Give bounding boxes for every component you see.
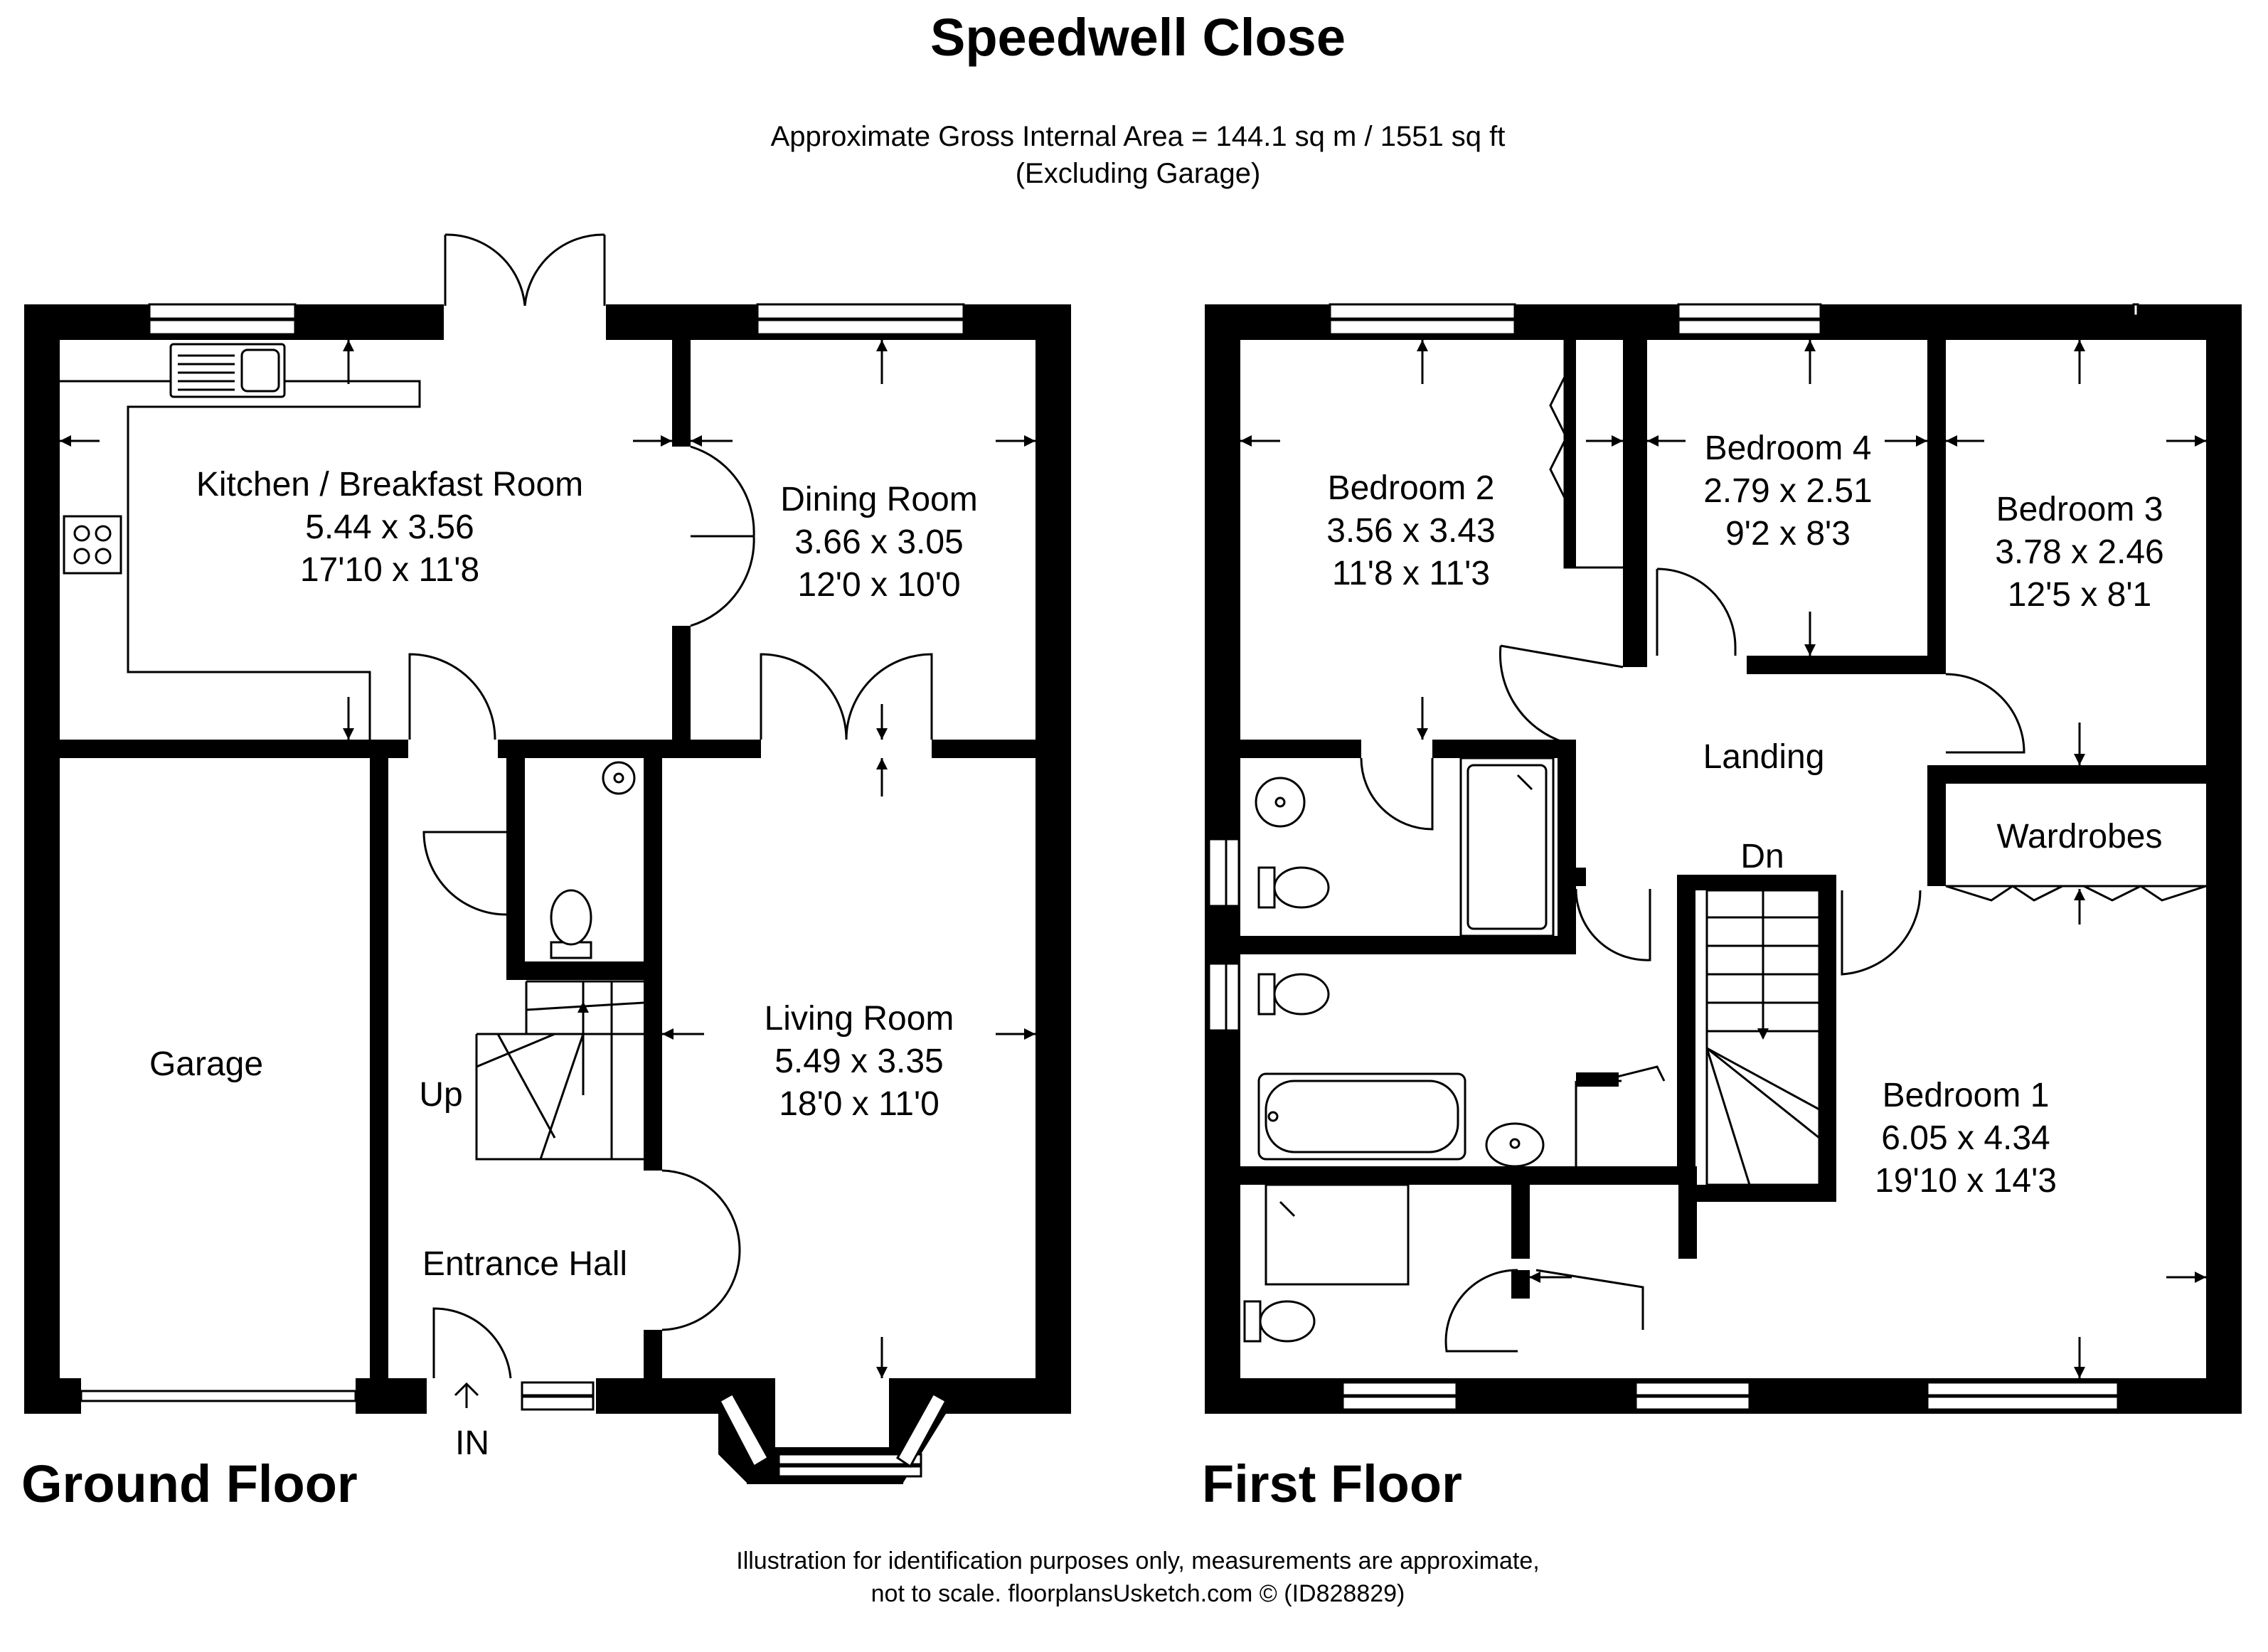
kitchen-imperial: 17'10 x 11'8 <box>300 551 479 589</box>
bedroom1-name: Bedroom 1 <box>1883 1077 2050 1114</box>
area-note: (Excluding Garage) <box>1016 158 1261 189</box>
bedroom3-name: Bedroom 3 <box>1996 491 2163 528</box>
bedroom4-metric: 2.79 x 2.51 <box>1703 472 1873 510</box>
wardrobes-name: Wardrobes <box>1997 818 2163 856</box>
first-floor-plan: Bedroom 2 3.56 x 3.43 11'8 x 11'3 Bedroo… <box>1202 303 2242 1513</box>
page-title: Speedwell Close <box>930 8 1346 67</box>
living-dimension-arrows <box>662 758 1035 1378</box>
bedroom2-name: Bedroom 2 <box>1328 469 1495 507</box>
living-imperial: 18'0 x 11'0 <box>779 1085 939 1123</box>
bedroom3-metric: 3.78 x 2.46 <box>1995 533 2164 571</box>
bedroom2-dimension-arrows <box>1240 340 1623 740</box>
kitchen-metric: 5.44 x 3.56 <box>305 508 474 546</box>
garage-name: Garage <box>149 1045 263 1083</box>
disclaimer-line-2: not to scale. floorplansUsketch.com © (I… <box>871 1580 1405 1607</box>
bedroom2-imperial: 11'8 x 11'3 <box>1332 555 1490 592</box>
stairs-up-label: Up <box>419 1076 462 1114</box>
living-metric: 5.49 x 3.35 <box>774 1043 944 1080</box>
bedroom4-imperial: 9'2 x 8'3 <box>1725 515 1851 553</box>
ground-floor-label: Ground Floor <box>21 1454 358 1513</box>
first-floor-label: First Floor <box>1202 1454 1462 1513</box>
kitchen-dimension-arrows <box>60 340 672 740</box>
area-line: Approximate Gross Internal Area = 144.1 … <box>771 121 1506 152</box>
bedroom1-imperial: 19'10 x 14'3 <box>1875 1162 2057 1200</box>
dining-imperial: 12'0 x 10'0 <box>797 566 960 604</box>
bedroom4-dimension-arrows <box>1647 340 1927 656</box>
bedroom1-dimension-arrows <box>1529 889 2206 1378</box>
bedroom3-dimension-arrows <box>1946 340 2206 765</box>
living-name: Living Room <box>765 1000 954 1038</box>
dining-dimension-arrows <box>691 340 1035 740</box>
dining-metric: 3.66 x 3.05 <box>794 523 964 561</box>
landing-name: Landing <box>1703 738 1825 776</box>
bedroom1-metric: 6.05 x 4.34 <box>1881 1119 2050 1157</box>
entry-label: IN <box>455 1424 489 1462</box>
dining-name: Dining Room <box>780 481 977 518</box>
stairs-down-label: Dn <box>1740 838 1784 875</box>
kitchen-name: Kitchen / Breakfast Room <box>196 466 583 503</box>
bedroom4-name: Bedroom 4 <box>1705 430 1872 467</box>
bedroom2-metric: 3.56 x 3.43 <box>1326 512 1496 550</box>
entrance-hall-name: Entrance Hall <box>422 1245 627 1283</box>
ground-floor-plan: Kitchen / Breakfast Room 5.44 x 3.56 17'… <box>21 233 1071 1513</box>
bedroom3-imperial: 12'5 x 8'1 <box>2008 576 2151 614</box>
disclaimer-line-1: Illustration for identification purposes… <box>736 1547 1540 1574</box>
